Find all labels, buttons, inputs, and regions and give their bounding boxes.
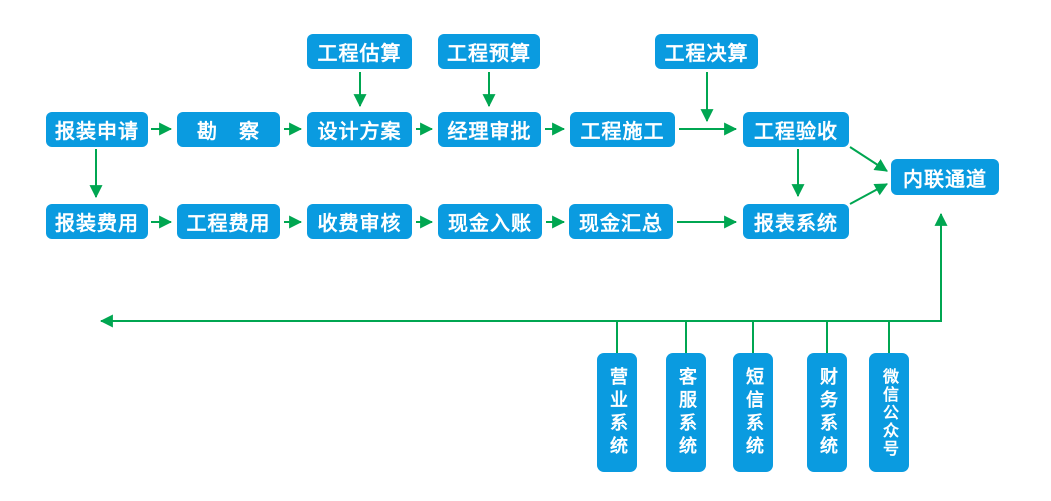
node-sms-system: 短信系统 [733, 353, 773, 472]
node-finance-system: 财务系统 [807, 353, 847, 472]
node-acceptance: 工程验收 [743, 112, 849, 147]
node-design-plan: 设计方案 [307, 112, 412, 147]
node-business-system: 营业系统 [597, 353, 637, 472]
arrow-report-to-hub [849, 183, 888, 205]
node-project-final-account: 工程决算 [655, 34, 758, 69]
node-fee-audit: 收费审核 [307, 204, 412, 239]
node-cash-summary: 现金汇总 [569, 204, 673, 239]
node-installation-apply: 报装申请 [46, 112, 148, 147]
node-project-budget: 工程预算 [438, 34, 540, 69]
node-wechat-official-account: 微信公众号 [869, 353, 909, 472]
node-project-estimate: 工程估算 [307, 34, 412, 69]
node-manager-approval: 经理审批 [438, 112, 541, 147]
node-construction: 工程施工 [570, 112, 675, 147]
node-survey: 勘 察 [177, 112, 280, 147]
node-project-fee: 工程费用 [177, 204, 280, 239]
node-installation-fee: 报装费用 [46, 204, 148, 239]
node-cash-in: 现金入账 [438, 204, 542, 239]
node-report-system: 报表系统 [743, 204, 849, 239]
arrow-acceptance-to-hub [849, 146, 888, 172]
node-intranet-channel: 内联通道 [891, 159, 999, 195]
node-service-system: 客服系统 [666, 353, 706, 472]
